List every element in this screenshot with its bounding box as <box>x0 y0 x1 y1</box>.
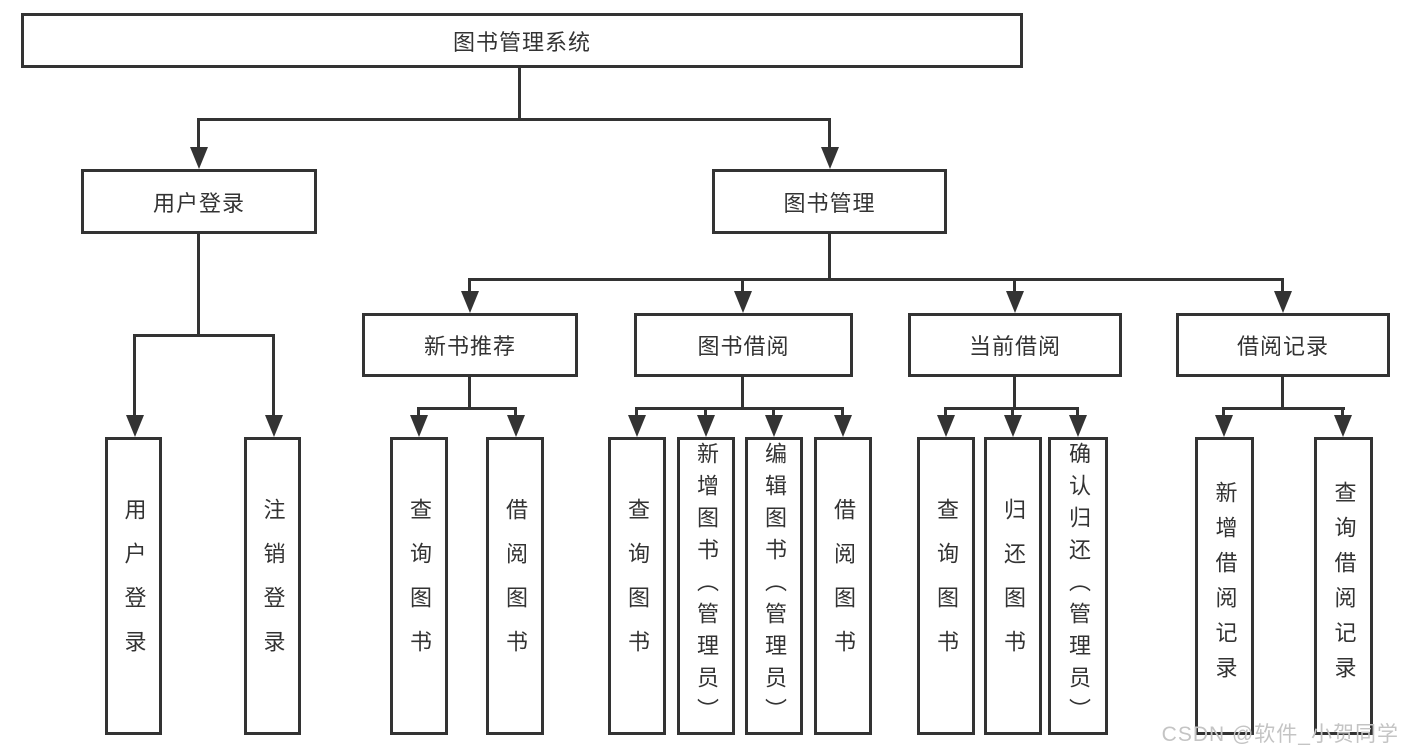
arrowhead <box>1274 291 1292 313</box>
leaf-query-borrow-record: 查询借阅记录 <box>1314 437 1373 735</box>
connector-line <box>1222 407 1225 417</box>
arrowhead <box>734 291 752 313</box>
node-label: 用户登录 <box>152 190 245 216</box>
connector-line <box>514 407 517 417</box>
connector-line <box>1281 278 1284 293</box>
node-label: 图书管理 <box>783 190 876 216</box>
leaf-borrowing-query-books: 查询图书 <box>608 437 666 735</box>
connector-line <box>417 407 517 410</box>
leaf-borrowing-borrow-books: 借阅图书 <box>814 437 872 735</box>
arrowhead <box>410 415 428 437</box>
leaf-current-query-books: 查询图书 <box>917 437 975 735</box>
node-current-borrowing: 当前借阅 <box>908 313 1122 377</box>
connector-line <box>772 407 775 417</box>
arrowhead <box>628 415 646 437</box>
connector-line <box>828 118 831 149</box>
connector-line <box>704 407 707 417</box>
arrowhead <box>461 291 479 313</box>
leaf-logout: 注销登录 <box>244 437 301 735</box>
connector-line <box>1076 407 1079 417</box>
node-label: 图书借阅 <box>697 334 790 359</box>
leaf-user-login: 用户登录 <box>105 437 162 735</box>
node-label: 借阅图书 <box>831 498 856 674</box>
connector-line <box>944 407 947 417</box>
leaf-add-books-admin: 新增图书（管理员） <box>677 437 735 735</box>
arrowhead <box>1006 291 1024 313</box>
connector-line <box>635 407 844 410</box>
connector-line <box>197 118 200 149</box>
leaf-recommend-query-books: 查询图书 <box>390 437 448 735</box>
connector-line <box>417 407 420 417</box>
arrowhead <box>190 147 208 169</box>
connector-line <box>1013 375 1016 409</box>
connector-line <box>635 407 638 417</box>
connector-line <box>197 232 200 337</box>
connector-line <box>272 334 275 417</box>
connector-line <box>197 118 831 121</box>
connector-line <box>468 278 471 293</box>
node-label: 注销登录 <box>260 498 286 674</box>
node-label: 用户登录 <box>121 498 147 674</box>
node-borrowing-records: 借阅记录 <box>1176 313 1390 377</box>
node-user-login-group: 用户登录 <box>81 169 317 234</box>
watermark: CSDN @软件_小贺同学 <box>1161 723 1399 746</box>
arrowhead <box>265 415 283 437</box>
node-label: 借阅记录 <box>1236 334 1329 359</box>
node-label: 确认归还（管理员） <box>1066 442 1091 730</box>
connector-line <box>841 407 844 417</box>
node-label: 当前借阅 <box>968 334 1061 359</box>
node-new-book-recommend: 新书推荐 <box>362 313 578 377</box>
node-label: 查询图书 <box>625 498 650 674</box>
arrowhead <box>1215 415 1233 437</box>
connector-line <box>1222 407 1345 410</box>
node-book-management: 图书管理 <box>712 169 947 234</box>
connector-line <box>828 232 831 280</box>
connector-line <box>468 278 1284 281</box>
connector-line <box>133 334 136 417</box>
node-label: 新增借阅记录 <box>1212 481 1238 691</box>
arrowhead <box>1069 415 1087 437</box>
leaf-add-borrow-record: 新增借阅记录 <box>1195 437 1254 735</box>
arrowhead <box>821 147 839 169</box>
connector-line <box>518 66 521 120</box>
node-label: 归还图书 <box>1001 498 1026 674</box>
node-library-management-system: 图书管理系统 <box>21 13 1023 68</box>
leaf-edit-books-admin: 编辑图书（管理员） <box>745 437 803 735</box>
node-label: 查询图书 <box>934 498 959 674</box>
node-label: 新书推荐 <box>423 334 516 359</box>
connector-line <box>741 278 744 293</box>
node-label: 查询借阅记录 <box>1331 481 1357 691</box>
arrowhead <box>126 415 144 437</box>
connector-line <box>1341 407 1344 417</box>
connector-line <box>133 334 275 337</box>
leaf-return-books: 归还图书 <box>984 437 1042 735</box>
connector-line <box>1011 407 1014 417</box>
arrowhead <box>834 415 852 437</box>
node-label: 新增图书（管理员） <box>694 442 719 730</box>
node-book-borrowing: 图书借阅 <box>634 313 853 377</box>
arrowhead <box>507 415 525 437</box>
leaf-recommend-borrow-books: 借阅图书 <box>486 437 544 735</box>
arrowhead <box>697 415 715 437</box>
arrowhead <box>1334 415 1352 437</box>
node-label: 借阅图书 <box>503 498 528 674</box>
leaf-confirm-return-admin: 确认归还（管理员） <box>1048 437 1108 735</box>
connector-line <box>1281 375 1284 409</box>
node-label: 查询图书 <box>407 498 432 674</box>
arrowhead <box>937 415 955 437</box>
arrowhead <box>765 415 783 437</box>
arrowhead <box>1004 415 1022 437</box>
node-label: 图书管理系统 <box>452 29 591 55</box>
connector-line <box>468 375 471 409</box>
connector-line <box>1013 278 1016 293</box>
node-label: 编辑图书（管理员） <box>762 442 787 730</box>
connector-line <box>741 375 744 409</box>
